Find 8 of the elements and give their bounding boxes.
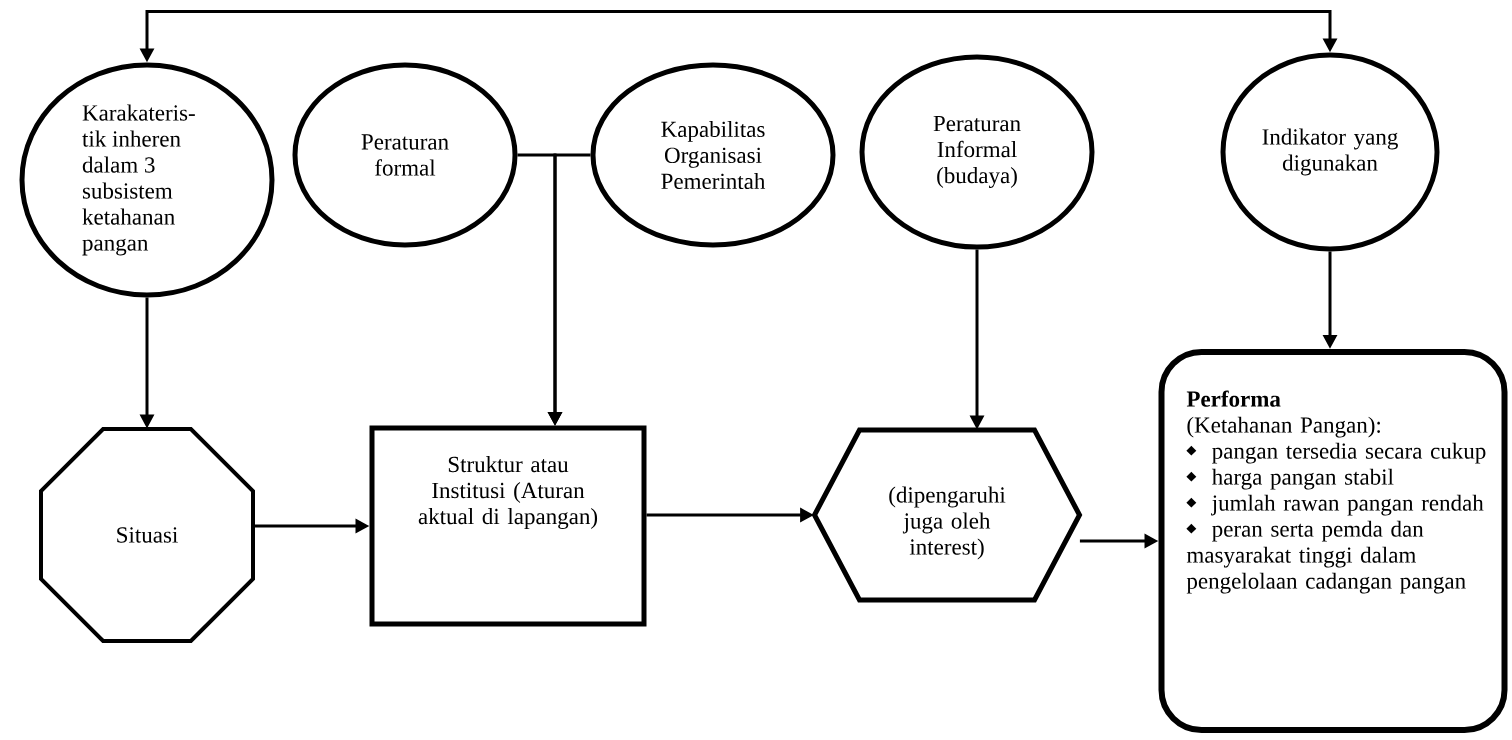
- octagon-node: Situasi: [39, 427, 255, 643]
- rectangle-box: Struktur atau Institusi (Aturan aktual di lapangan): [369, 425, 647, 627]
- ellipse-node: Peraturan Informal (budaya): [859, 54, 1095, 250]
- ellipse-node: Indikator yang digunakan: [1220, 52, 1440, 252]
- ellipse-node: Kapabilitas Organisasi Pemerintah: [590, 62, 836, 248]
- rounded-box: Performa (Ketahanan Pangan): pangan tersedia secara cukup harga pangan stabil jumlah rawan pangan rendah peran serta pemda dan masyarakat tinggi dalam pengelolaan cadangan pangan: [1158, 349, 1508, 733]
- ellipse-node: Karakateris-tik inheren dalam 3 subsistem ketahanan pangan: [19, 62, 275, 298]
- ellipse-node: Peraturan formal: [292, 62, 518, 248]
